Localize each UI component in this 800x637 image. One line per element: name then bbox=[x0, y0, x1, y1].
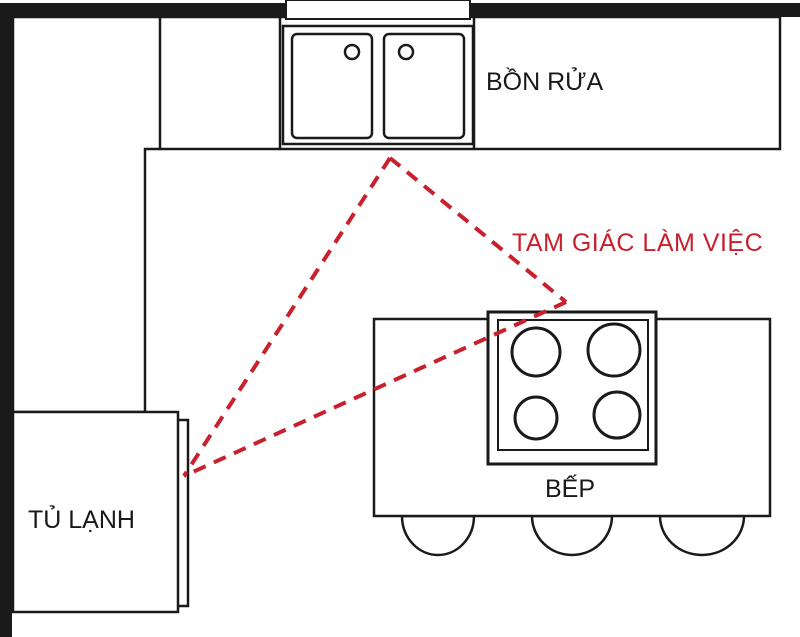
refrigerator bbox=[11, 410, 190, 614]
sink-label: BỒN RỬA bbox=[486, 66, 604, 96]
sink-basin-right bbox=[382, 32, 466, 140]
work-triangle bbox=[182, 156, 568, 478]
triangle-edge-stove-fridge bbox=[183, 300, 567, 478]
sink bbox=[281, 0, 475, 146]
work-triangle-label: TAM GIÁC LÀM VIỆC bbox=[512, 228, 763, 257]
burner-icon bbox=[513, 395, 559, 441]
cooktop bbox=[486, 310, 658, 466]
triangle-edge-sink-fridge bbox=[182, 156, 392, 478]
fridge-label: TỦ LẠNH bbox=[28, 504, 135, 534]
stove-label: BẾP bbox=[545, 474, 595, 503]
stool bbox=[530, 514, 614, 557]
stool bbox=[400, 514, 476, 557]
burner-icon bbox=[586, 322, 642, 378]
drain-icon bbox=[343, 43, 361, 61]
triangle-edge-sink-stove bbox=[388, 156, 568, 304]
sink-backsplash bbox=[285, 0, 471, 20]
drain-icon bbox=[397, 43, 415, 61]
burner-icon bbox=[510, 326, 562, 378]
burner-icon bbox=[592, 390, 642, 440]
fridge-body bbox=[11, 410, 180, 614]
stool bbox=[658, 514, 746, 557]
sink-basin-left bbox=[290, 32, 374, 140]
